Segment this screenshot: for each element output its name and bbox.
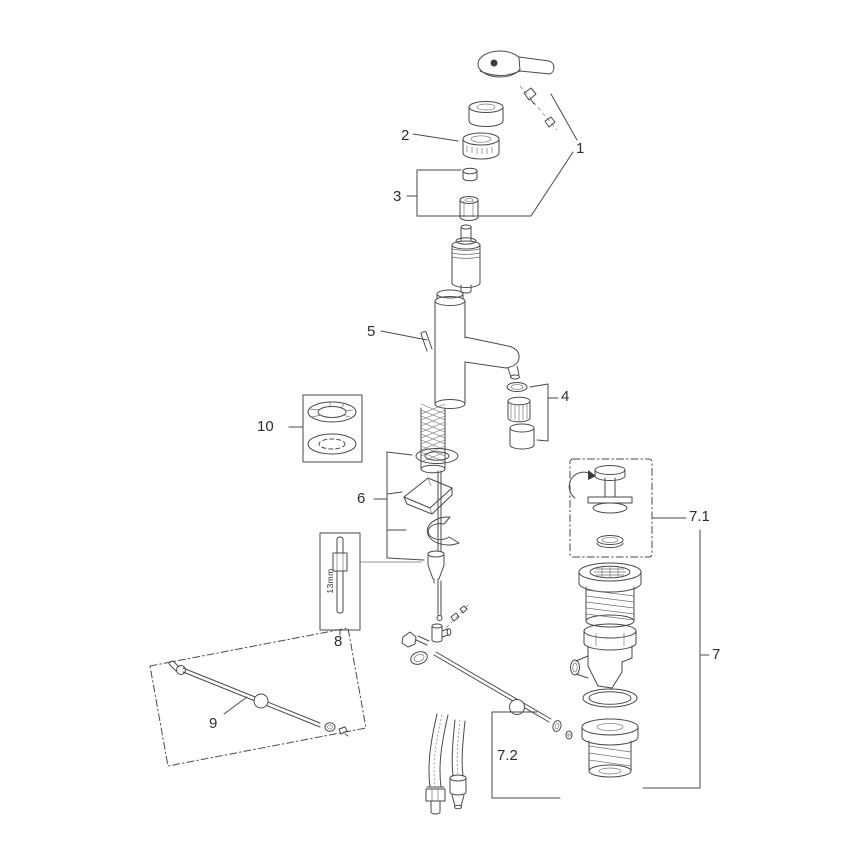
part-label-10: 10	[257, 418, 274, 435]
mounting-wedge	[403, 477, 453, 515]
part-label-3: 3	[393, 188, 402, 205]
supply-hoses	[425, 713, 467, 815]
screw-washer	[462, 167, 478, 182]
faucet-body	[420, 289, 520, 409]
part-8-box	[319, 532, 422, 631]
cartridge	[451, 224, 481, 294]
part-label-7-2: 7.2	[497, 747, 518, 764]
set-screws	[519, 85, 558, 131]
rod-guide-fitting	[427, 550, 445, 584]
part-9-box	[149, 627, 367, 767]
aerator-housing	[509, 423, 535, 450]
pull-rod	[436, 470, 443, 621]
retaining-ring	[462, 132, 500, 160]
pivot-fitting	[401, 603, 470, 665]
aerator-insert	[507, 396, 531, 423]
part-label-1: 1	[576, 140, 585, 157]
handle-lever	[477, 50, 555, 78]
part-label-6: 6	[357, 490, 366, 507]
aerator-o-ring	[506, 382, 528, 392]
popup-stopper	[568, 458, 653, 558]
wrench-size-label: 13mm	[325, 568, 335, 594]
part-10-box	[302, 394, 363, 463]
handle-cap	[468, 101, 504, 127]
drain-o-ring	[582, 688, 638, 708]
leader-lines	[223, 93, 710, 799]
part-label-5: 5	[367, 323, 376, 340]
part-label-8: 8	[334, 633, 343, 650]
part-label-7: 7	[712, 646, 721, 663]
drain-body	[570, 623, 637, 689]
part-label-2: 2	[401, 127, 410, 144]
cartridge-nut	[459, 196, 479, 221]
c-clamp	[426, 516, 460, 546]
drain-flange	[578, 562, 642, 628]
horseshoe-washer	[415, 448, 459, 464]
part-label-7-1: 7.1	[689, 508, 710, 525]
drain-tailpiece	[581, 718, 639, 778]
stopper-seal	[596, 535, 624, 548]
horizontal-rod	[433, 651, 573, 740]
part-label-9: 9	[209, 715, 218, 732]
part-label-4: 4	[561, 388, 570, 405]
